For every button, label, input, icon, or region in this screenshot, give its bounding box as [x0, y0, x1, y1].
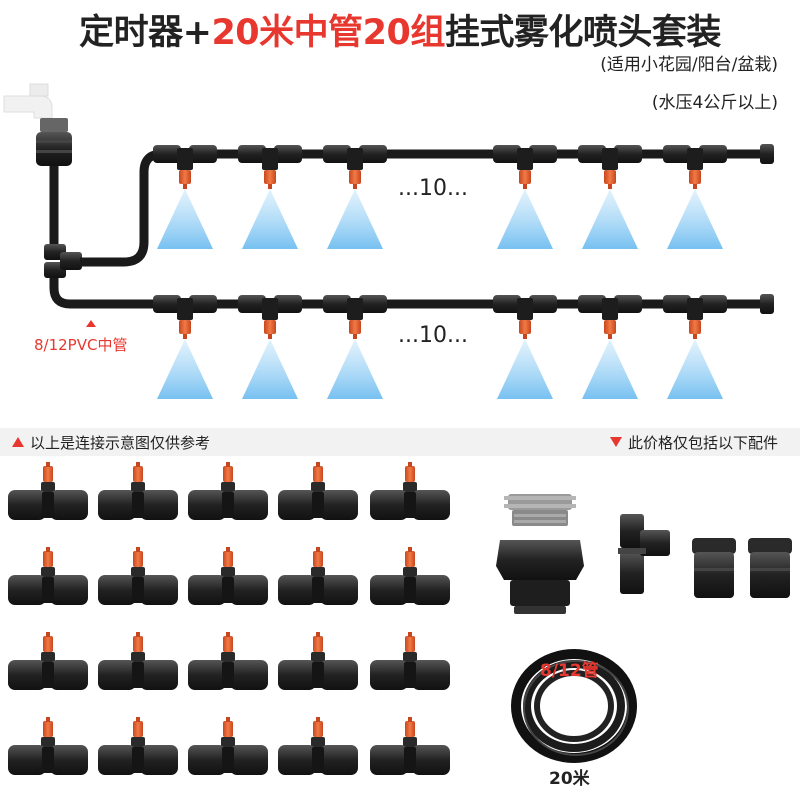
spray-cone-icon	[157, 189, 213, 249]
nozzle-tee-part-icon	[278, 547, 358, 605]
spray-cone-icon	[582, 339, 638, 399]
mist-nozzle-icon	[238, 295, 302, 339]
mist-nozzle-icon	[493, 145, 557, 189]
triangle-down-icon	[609, 437, 622, 447]
nozzle-tee-part-icon	[370, 632, 450, 690]
nozzle-tee-part-icon	[8, 547, 88, 605]
tube-label: 8/12管	[540, 661, 599, 681]
nozzle-tee-part-icon	[370, 462, 450, 520]
banner-right: 此价格仅包括以下配件	[609, 432, 778, 453]
faucet-icon	[3, 83, 53, 119]
spray-cone-icon	[242, 189, 298, 249]
nozzle-count-row1: ...10...	[398, 176, 468, 201]
pipe-label-arrow	[86, 320, 96, 327]
nozzle-tee-part-icon	[188, 547, 268, 605]
spray-cone-icon	[497, 189, 553, 249]
spray-cone-icon	[327, 339, 383, 399]
nozzle-tee-part-icon	[278, 717, 358, 775]
tube-length: 20米	[549, 769, 590, 789]
mist-nozzle-icon	[493, 295, 557, 339]
banner-right-text: 此价格仅包括以下配件	[627, 434, 778, 452]
title-prefix: 定时器+	[79, 13, 212, 53]
spray-cone-icon	[242, 339, 298, 399]
title-suffix: 挂式雾化喷头套装	[444, 13, 722, 53]
banner-left: 以上是连接示意图仅供参考	[12, 432, 210, 453]
nozzle-tee-part-icon	[8, 462, 88, 520]
end-cap-icon	[692, 538, 736, 598]
mist-nozzle-icon	[238, 145, 302, 189]
nozzle-tee-part-icon	[278, 462, 358, 520]
mist-nozzle-icon	[663, 145, 727, 189]
info-banner: 以上是连接示意图仅供参考 此价格仅包括以下配件	[0, 428, 800, 456]
tee-connector-icon	[618, 514, 670, 594]
subtitle-usage: (适用小花园/阳台/盆栽)	[600, 55, 778, 75]
nozzle-count-row2: ...10...	[398, 323, 468, 348]
timer-icon	[36, 118, 72, 166]
banner-left-text: 以上是连接示意图仅供参考	[30, 434, 211, 452]
spray-cone-icon	[667, 339, 723, 399]
nozzle-tee-part-icon	[98, 717, 178, 775]
connection-diagram	[3, 83, 774, 399]
tee-fitting-icon	[44, 244, 82, 278]
title-highlight: 20米中管20组	[211, 13, 445, 53]
mist-nozzle-icon	[153, 295, 217, 339]
nozzle-tee-part-icon	[370, 547, 450, 605]
mist-nozzle-icon	[578, 145, 642, 189]
coiled-tube-icon	[511, 649, 637, 763]
end-cap-icon	[760, 294, 774, 314]
nozzle-tee-part-icon	[98, 547, 178, 605]
parts-showcase	[8, 462, 792, 775]
mist-nozzle-icon	[153, 145, 217, 189]
spray-cone-icon	[582, 189, 638, 249]
nozzle-tee-part-icon	[188, 717, 268, 775]
spray-cone-icon	[327, 189, 383, 249]
subtitle-pressure: (水压4公斤以上)	[651, 93, 778, 113]
faucet-connector-icon	[496, 540, 584, 614]
nozzle-tee-part-icon	[8, 632, 88, 690]
nozzle-tee-part-icon	[370, 717, 450, 775]
spray-cone-icon	[497, 339, 553, 399]
nozzle-tee-part-icon	[188, 462, 268, 520]
mist-nozzle-icon	[663, 295, 727, 339]
nozzle-tee-part-icon	[188, 632, 268, 690]
spray-cone-icon	[667, 189, 723, 249]
end-cap-icon	[760, 144, 774, 164]
threaded-adapter-icon	[504, 494, 576, 526]
nozzle-tee-part-icon	[278, 632, 358, 690]
mist-nozzle-icon	[578, 295, 642, 339]
spray-cone-icon	[157, 339, 213, 399]
triangle-up-icon	[12, 437, 24, 447]
nozzle-tee-part-icon	[98, 462, 178, 520]
mist-nozzle-icon	[323, 145, 387, 189]
pipe-label: 8/12PVC中管	[34, 336, 128, 354]
end-cap-icon	[748, 538, 792, 598]
page-title: 定时器+20米中管20组挂式雾化喷头套装	[0, 4, 800, 55]
nozzle-tee-part-icon	[8, 717, 88, 775]
nozzle-tee-part-icon	[98, 632, 178, 690]
mist-nozzle-icon	[323, 295, 387, 339]
